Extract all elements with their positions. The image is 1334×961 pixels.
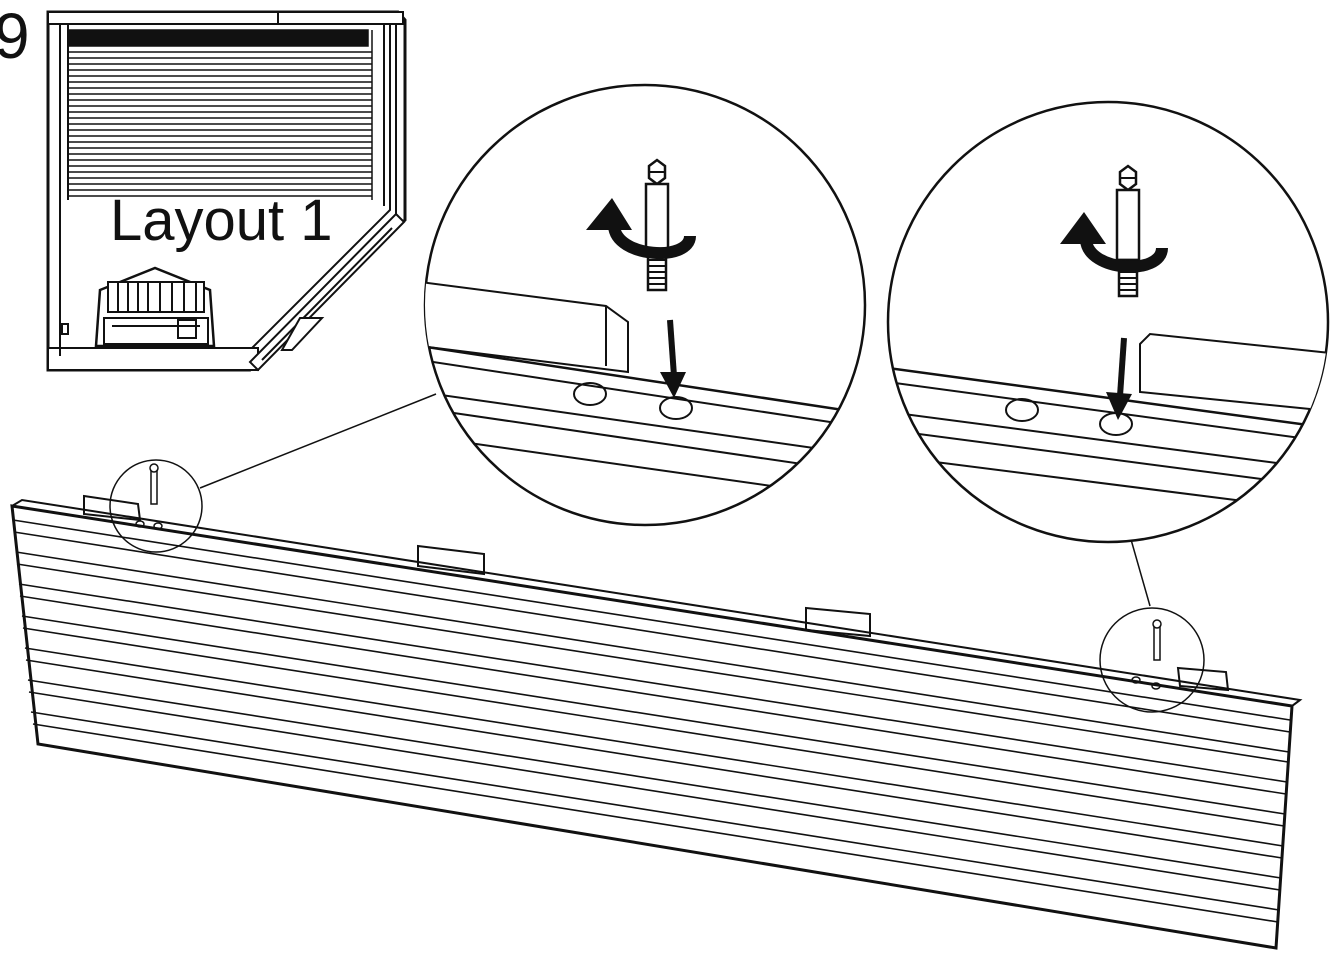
- rotate-arrow-icon: [586, 198, 696, 260]
- layout-label: Layout 1: [110, 188, 333, 253]
- detail-circle-right: [886, 100, 1330, 544]
- screw-icon: [1115, 164, 1141, 298]
- step-number: 9: [0, 0, 30, 72]
- detail-circle-left: [423, 83, 867, 527]
- leader-left: [199, 393, 437, 489]
- callout-right: [1099, 607, 1205, 713]
- down-arrow-icon: [660, 319, 686, 398]
- plan-slats: [67, 29, 373, 200]
- panel-ribs: [12, 519, 1291, 923]
- plan-building-icon: [94, 266, 216, 348]
- layout-plan-view: [46, 10, 407, 372]
- wall-panel: [10, 494, 1303, 950]
- screw-icon: [644, 158, 670, 292]
- down-arrow-icon: [1106, 337, 1132, 420]
- rotate-arrow-icon: [1060, 212, 1168, 273]
- callout-left: [109, 459, 203, 553]
- leader-right: [1129, 535, 1151, 607]
